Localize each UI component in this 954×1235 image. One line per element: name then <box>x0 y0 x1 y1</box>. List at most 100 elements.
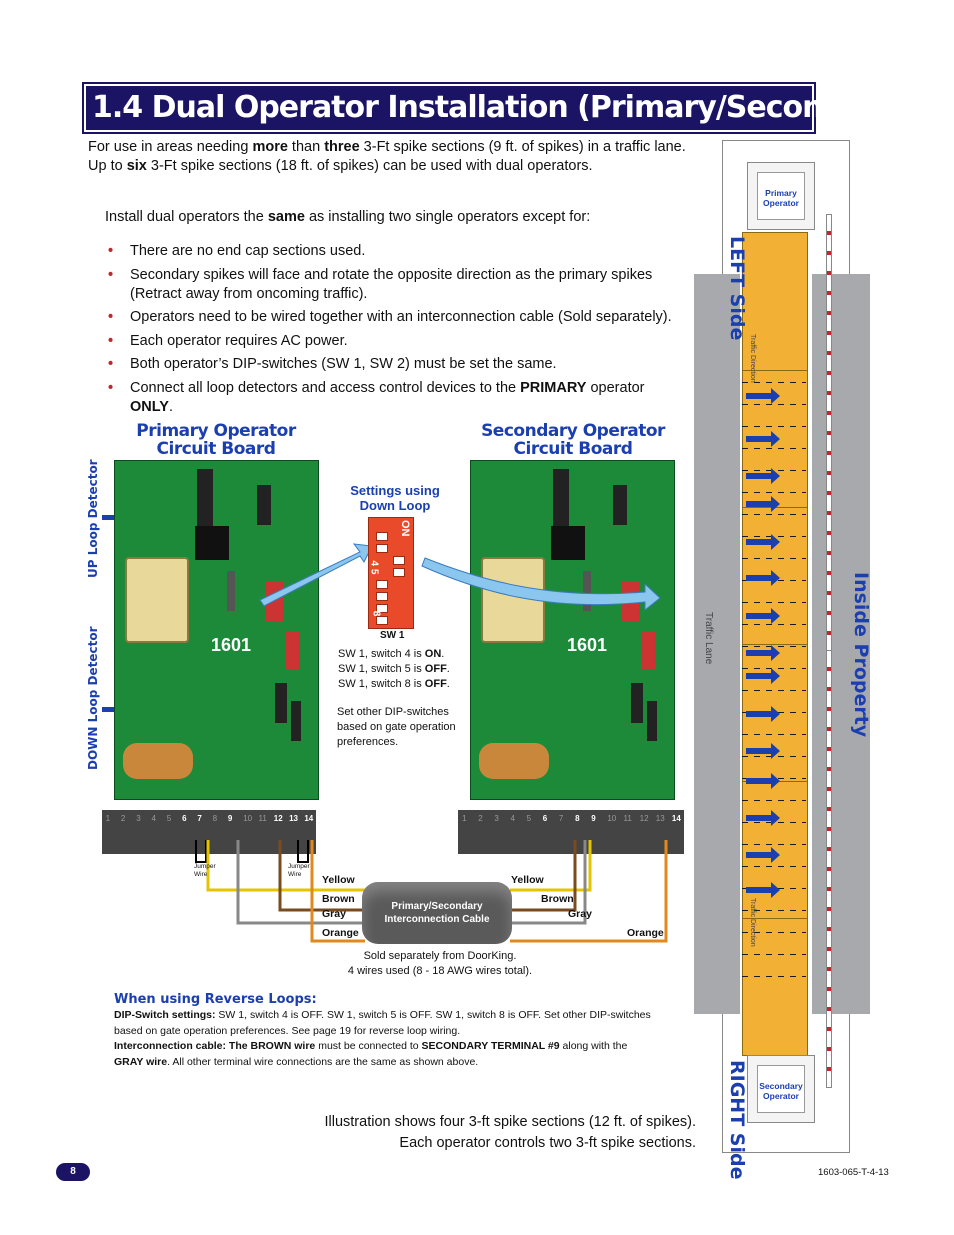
list-item: •Operators need to be wired together wit… <box>108 308 688 327</box>
right-side-label: RIGHT Side <box>726 1060 748 1180</box>
spike-row <box>742 844 806 845</box>
reverse-bold: GRAY wire <box>114 1055 168 1068</box>
terminal-number: 9 <box>227 814 233 823</box>
spike-row <box>742 866 806 867</box>
bullet-text: Both operator’s DIP-switches (SW 1, SW 2… <box>130 356 557 372</box>
bullet-dot: • <box>108 266 114 283</box>
note-line: preferences. <box>337 736 399 748</box>
dip-on-label: ON <box>399 520 411 537</box>
dip-number-8: 8 <box>370 610 382 617</box>
jumper-text: Wire <box>288 871 302 878</box>
secondary-terminal-strip <box>458 810 684 854</box>
reverse-text: must be connected to <box>315 1040 422 1052</box>
bullet-dot: • <box>108 356 114 372</box>
traffic-arrow <box>746 773 780 789</box>
list-item: •Each operator requires AC power. <box>108 332 688 351</box>
bullet-dot: • <box>108 243 114 259</box>
cable-label: Primary/Secondary Interconnection Cable <box>362 900 512 926</box>
title-bar: 1.4 Dual Operator Installation (Primary/… <box>84 84 908 132</box>
terminal-number: 8 <box>575 814 580 823</box>
note-line: Set other DIP-switches <box>337 706 449 718</box>
terminal-number: 5 <box>526 814 532 823</box>
traffic-arrow <box>746 706 780 722</box>
intro-bold: three <box>324 139 360 155</box>
wire-label-brown-left: Brown <box>322 893 355 905</box>
traffic-arrow <box>746 645 780 661</box>
spike-row <box>742 558 806 559</box>
terminal-number: 9 <box>591 814 596 823</box>
jumper-text: Wire <box>194 871 208 878</box>
settings-text: SW 1, switch 5 is <box>338 663 425 675</box>
terminal-number: 7 <box>197 814 202 823</box>
terminal-number: 3 <box>136 814 141 823</box>
document-code: 1603-065-T-4-13 <box>818 1167 889 1178</box>
settings-bold: OFF <box>424 678 447 690</box>
sw1-label: SW 1 <box>380 630 405 641</box>
caption-line: Illustration shows four 3-ft spike secti… <box>324 1114 696 1130</box>
settings-title-line: Down Loop <box>359 498 431 513</box>
caption-line: Each operator controls two 3-ft spike se… <box>399 1135 696 1151</box>
terminal-number: 6 <box>542 814 548 823</box>
primary-operator-label: Primary Operator <box>757 172 805 220</box>
up-loop-arrow <box>102 515 120 520</box>
down-loop-label: DOWN Loop Detector <box>86 626 100 770</box>
traffic-direction-label-bottom: Traffic Direction <box>749 898 756 947</box>
left-gate-arm <box>826 214 832 652</box>
intro-text: 3-Ft spike sections (9 ft. of spikes) in… <box>359 139 686 155</box>
terminal-number: 11 <box>258 814 267 823</box>
settings-text: . <box>441 648 445 660</box>
terminal-number: 1 <box>462 814 467 823</box>
wire-label-brown-right: Brown <box>541 893 574 905</box>
traffic-arrow <box>746 534 780 550</box>
primary-board-title-line: Circuit Board <box>156 439 276 459</box>
reverse-loops-text: DIP-Switch settings: SW 1, switch 4 is O… <box>114 1008 694 1070</box>
traffic-direction-label-top: Traffic Direction <box>749 334 756 383</box>
traffic-lane-label: Traffic Lane <box>703 612 714 665</box>
reverse-text: based on gate operation preferences. See… <box>114 1024 461 1037</box>
up-loop-label: UP Loop Detector <box>86 459 100 578</box>
interconnection-cable: Primary/Secondary Interconnection Cable <box>362 882 512 944</box>
bullet-dot: • <box>108 309 114 325</box>
terminal-number: 10 <box>607 814 617 823</box>
bullet-text: . <box>168 398 173 415</box>
bullet-text: Connect all loop detectors and access co… <box>130 379 521 396</box>
terminal-number: 13 <box>289 814 298 823</box>
page-title: 1.4 Dual Operator Installation (Primary/… <box>92 90 908 125</box>
intro-text: than <box>287 139 325 155</box>
intro-text: Up to <box>88 158 127 174</box>
secondary-operator-label: Secondary Operator <box>757 1065 805 1113</box>
page-number: 8 <box>56 1163 90 1181</box>
bullet-text: There are no end cap sections used. <box>130 243 366 259</box>
terminal-number: 12 <box>639 814 649 823</box>
bullet-text: Secondary spikes will face and rotate th… <box>130 266 653 283</box>
terminal-number: 2 <box>478 814 483 823</box>
other-dip-note: Set other DIP-switches based on gate ope… <box>337 705 467 750</box>
install-text: Install dual operators the <box>105 209 268 225</box>
primary-board-title: Primary Operator Circuit Board <box>130 422 302 458</box>
terminal-number: 4 <box>151 814 156 823</box>
dip-switch-sw1: ON 4 5 8 <box>368 517 414 629</box>
list-item: • Secondary spikes will face and rotate t… <box>108 266 688 304</box>
callout-arrows <box>259 543 661 610</box>
install-paragraph: Install dual operators the same as insta… <box>105 208 705 227</box>
terminal-number: 4 <box>510 814 515 823</box>
primary-operator-box: Primary Operator <box>747 162 815 230</box>
settings-text: SW 1, switch 8 is <box>338 678 425 690</box>
wire-label-yellow-left: Yellow <box>322 874 355 886</box>
settings-bold: ON <box>424 648 442 660</box>
settings-text: SW 1, switch 4 is <box>338 648 425 660</box>
cable-note-line: Sold separately from DoorKing. <box>363 950 517 962</box>
reverse-text: . All other terminal wire connections ar… <box>167 1055 479 1068</box>
primary-model-number: 1601 <box>211 635 252 655</box>
primary-operator-text: Operator <box>763 198 799 208</box>
bullet-dot: • <box>108 332 114 349</box>
spike-row <box>742 624 806 625</box>
spike-row <box>742 734 806 735</box>
bullet-list: • There are no end cap sections used. • Se… <box>108 242 688 421</box>
spike-row <box>742 954 806 955</box>
secondary-operator-text: Operator <box>763 1091 799 1101</box>
reverse-loops-heading: When using Reverse Loops: <box>114 992 317 1007</box>
reverse-text: SW 1, switch 4 is OFF. SW 1, switch 5 is… <box>215 1009 651 1021</box>
